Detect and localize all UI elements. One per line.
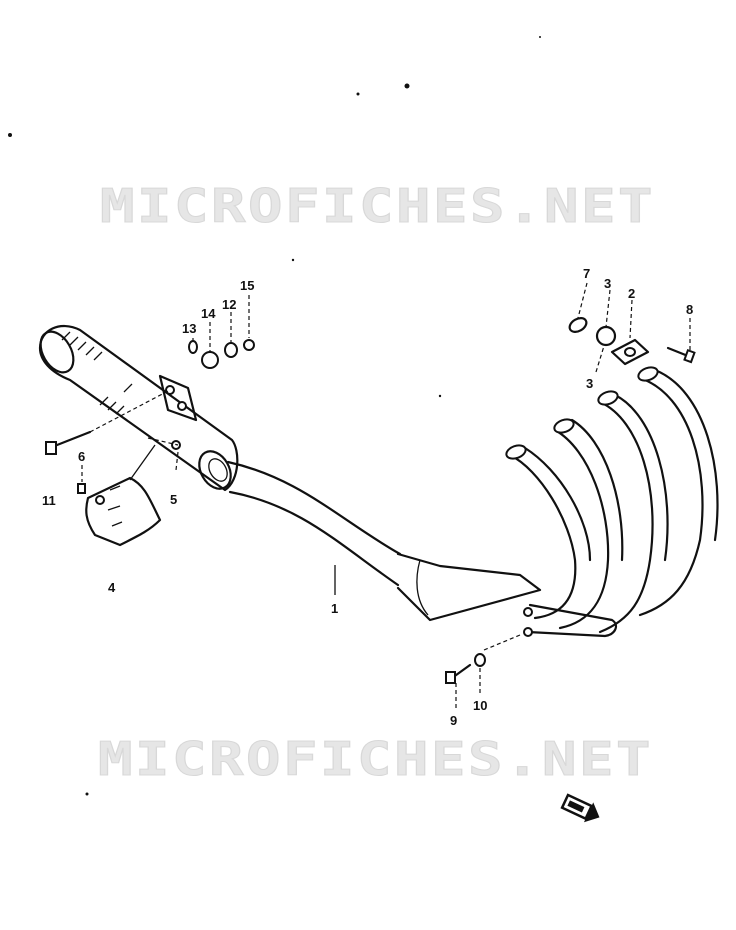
- callout-9: 9: [450, 713, 457, 728]
- callout-3-bottom: 3: [586, 376, 593, 391]
- callout-3-top: 3: [604, 276, 611, 291]
- callout-8: 8: [686, 302, 693, 317]
- fasteners: [45, 339, 696, 684]
- callout-15: 15: [240, 278, 254, 293]
- muffler-perforations: [61, 331, 133, 415]
- callout-12: 12: [222, 297, 236, 312]
- callout-10: 10: [473, 698, 487, 713]
- muffler: [38, 324, 239, 492]
- callout-6: 6: [78, 449, 85, 464]
- callout-14: 14: [201, 306, 216, 321]
- callout-13: 13: [182, 321, 196, 336]
- part-callouts: 1 2 3 3 4 5 6 7 8 9 10 11 12 13 14 15: [42, 266, 693, 728]
- callout-2: 2: [628, 286, 635, 301]
- muffler-bracket: [158, 374, 198, 422]
- exhaust-pipe: [226, 460, 542, 622]
- callout-11: 11: [42, 493, 56, 508]
- exhaust-clamp-set: [568, 317, 650, 366]
- watermark-top: MICROFICHES.NET: [100, 179, 655, 233]
- front-arrow-icon: [560, 793, 600, 823]
- watermark-bottom: MICROFICHES.NET: [98, 732, 653, 786]
- leader-lines: [81, 282, 691, 710]
- header-pipes: [505, 366, 719, 638]
- heat-shield: [85, 476, 162, 547]
- callout-5: 5: [170, 492, 177, 507]
- scan-specks: [8, 36, 541, 796]
- callout-7: 7: [583, 266, 590, 281]
- callout-1: 1: [331, 601, 338, 616]
- callout-4: 4: [108, 580, 116, 595]
